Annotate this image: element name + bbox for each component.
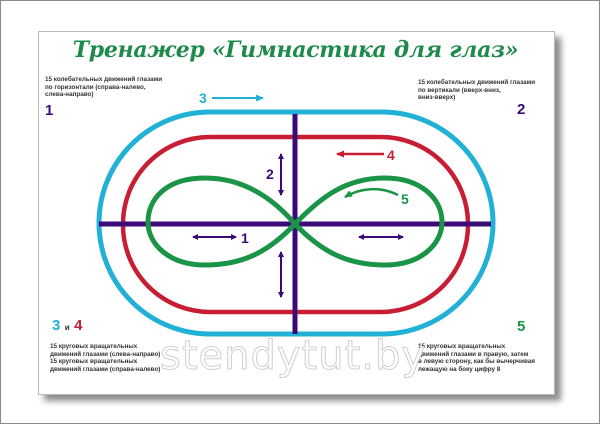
note-line: лежащую на боку цифру 8 (418, 365, 501, 373)
green-figure-eight (145, 175, 445, 268)
arrow-2-label: 2 (266, 166, 274, 182)
poster-title: Тренажер «Гимнастика для глаз» (72, 37, 519, 63)
note-line: движений глазами (слева-направо) (50, 350, 161, 358)
note-line: в левую сторону, как бы вычерчивая (418, 358, 535, 365)
exercise-3-4-description: 15 круговых вращательных движений глазам… (50, 343, 160, 373)
watermark: stendytut.by (159, 333, 427, 380)
note-line: 15 колебательных движений глазами (418, 79, 536, 86)
note-line: движений глазами в правую, затем (418, 350, 529, 358)
note-line: 15 круговых вращательных (50, 358, 138, 365)
arrow-4-label: 4 (387, 147, 395, 163)
exercise-3-4-number: 3 и 4 (52, 317, 83, 335)
note-line: 15 круговых вращательных (418, 343, 506, 350)
exercise-1-description: 15 колебательных движений глазами по гор… (45, 76, 162, 99)
exercise-1-number: 1 (45, 102, 54, 119)
arrow-3-label: 3 (199, 90, 207, 106)
arrow-5-icon (344, 188, 399, 199)
conjunction: и (64, 323, 70, 332)
exercise-5-number: 5 (517, 318, 526, 335)
exercise-5-description: 15 круговых вращательных движений глазам… (418, 343, 535, 373)
note-line: 15 колебательных движений глазами (45, 76, 163, 83)
note-line: вниз-вверх) (418, 94, 456, 101)
number-3: 3 (52, 317, 61, 334)
number-4: 4 (74, 317, 83, 334)
note-line: слева-направо) (45, 91, 94, 98)
note-line: 15 круговых вращательных (50, 343, 138, 350)
arrow-1-label: 1 (241, 230, 249, 246)
note-line: движений глазами (справа-налево) (50, 365, 161, 373)
arrow-5-label: 5 (401, 191, 409, 207)
exercise-2-number: 2 (517, 101, 526, 118)
note-line: по горизонтали (справа-налево, (45, 83, 146, 91)
exercise-2-description: 15 колебательных движений глазами по вер… (418, 79, 535, 102)
note-line: по вертикали (вверх-вниз, (418, 86, 501, 94)
